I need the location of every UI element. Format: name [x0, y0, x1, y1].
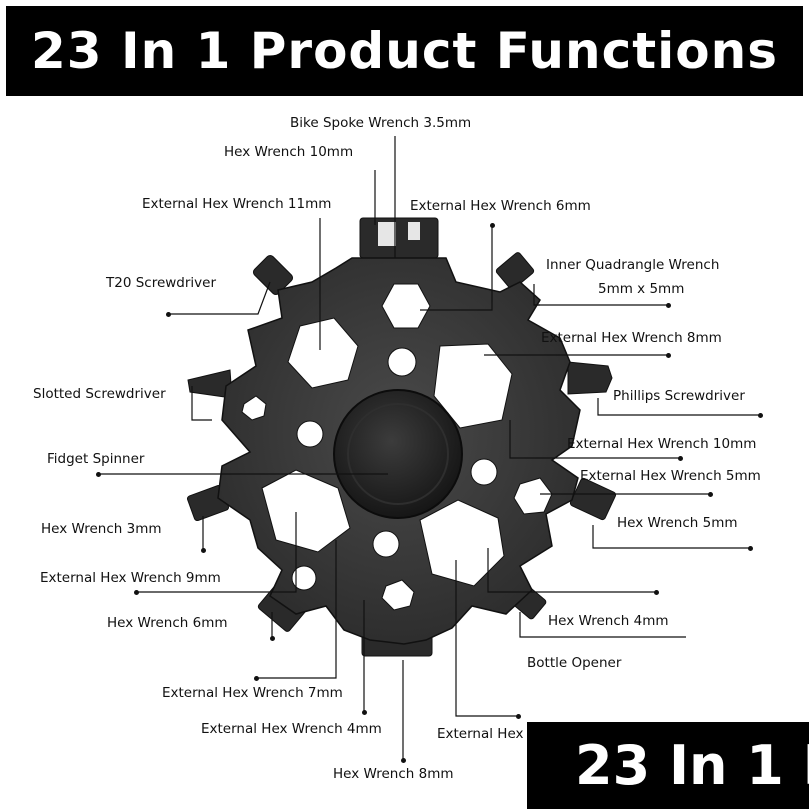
hex-hole-upper-left: [287, 317, 359, 389]
hex-hole-right-small: [513, 477, 553, 515]
footer-banner: 23 In 1 P: [527, 722, 809, 809]
phillips-bit: [567, 361, 613, 395]
round-hole-left: [296, 420, 324, 448]
callout-label-external-hex-wrench-5mm: External Hex Wrench 5mm: [580, 468, 761, 484]
hex5-bit: [569, 477, 617, 521]
callout-label-bottle-opener: Bottle Opener: [527, 655, 622, 671]
leader-dot-external-hex-wrench-7mm: [253, 675, 259, 681]
callout-label-bike-spoke-wrench: Bike Spoke Wrench 3.5mm: [290, 115, 472, 131]
leader-dot-hex-wrench-6mm: [269, 635, 275, 641]
leader-line-slotted-screwdriver: [191, 386, 212, 421]
callout-label-external-hex-wrench-4mm: External Hex Wrench 4mm: [201, 721, 382, 737]
callout-label-hex-wrench-10mm: Hex Wrench 10mm: [224, 144, 354, 160]
leader-dot-external-hex-wrench-6mm: [489, 222, 495, 228]
leader-dot-external-hex-wrench-4mm: [361, 709, 367, 715]
leader-line-external-hex-wrench-9mm: [136, 512, 297, 593]
callout-leader-lines: [98, 136, 760, 760]
callout-label-external-hex-wrench-6mm: External Hex Wrench 6mm: [410, 198, 591, 214]
leader-dot-external-hex-wrench-10mm: [677, 455, 683, 461]
hex-hole-left-small: [241, 395, 267, 421]
leader-line-external-hex-cut: [455, 560, 518, 717]
callout-label-external-hex-wrench-9mm: External Hex Wrench 9mm: [40, 570, 221, 586]
callout-label-hex-wrench-6mm: Hex Wrench 6mm: [107, 615, 228, 631]
quadrangle-bit: [495, 252, 535, 290]
callout-label-hex-wrench-4mm: Hex Wrench 4mm: [548, 613, 669, 629]
leader-dot-external-hex-wrench-5mm: [707, 491, 713, 497]
leader-dot-hex-wrench-3mm: [200, 547, 206, 553]
callout-label-inner-quadrangle-wrench: Inner Quadrangle Wrench: [546, 257, 720, 273]
hex-hole-lower-right: [419, 499, 505, 587]
leader-line-external-hex-wrench-6mm: [420, 225, 493, 311]
callout-label-external-hex-wrench-8mm: External Hex Wrench 8mm: [541, 330, 722, 346]
footer-banner-text: 23 In 1 P: [575, 734, 809, 797]
callout-label-inner-quadrangle-size: 5mm x 5mm: [598, 281, 685, 297]
hex-hole-bottom-small: [381, 579, 415, 611]
hex-hole-top: [381, 283, 431, 329]
hex-hole-upper-right: [433, 343, 513, 429]
leader-line-hex-wrench-4mm: [519, 612, 686, 638]
hex-hole-left: [261, 469, 351, 553]
round-hole-right: [470, 458, 498, 486]
leader-dot-t20-screwdriver: [165, 311, 171, 317]
leader-line-bottle-opener: [487, 548, 656, 593]
leader-line-hex-wrench-5mm: [592, 525, 750, 549]
callout-label-external-hex-cut: External Hex: [437, 726, 524, 742]
leader-dot-fidget-spinner: [95, 471, 101, 477]
callout-label-external-hex-wrench-7mm: External Hex Wrench 7mm: [162, 685, 343, 701]
leader-line-external-hex-wrench-7mm: [256, 540, 337, 679]
callout-label-external-hex-wrench-11mm: External Hex Wrench 11mm: [142, 196, 332, 212]
round-hole-bottom: [372, 530, 400, 558]
page-title: 23 In 1 Product Functions: [30, 22, 779, 80]
leader-dot-inner-quadrangle-size: [665, 302, 671, 308]
leader-dot-hex-wrench-5mm: [747, 545, 753, 551]
top-wrench-bit: [359, 217, 439, 259]
callout-label-t20-screwdriver: T20 Screwdriver: [106, 275, 217, 291]
callout-label-hex-wrench-8mm: Hex Wrench 8mm: [333, 766, 454, 782]
callout-label-slotted-screwdriver: Slotted Screwdriver: [33, 386, 166, 402]
callout-label-external-hex-wrench-10mm: External Hex Wrench 10mm: [567, 436, 757, 452]
leader-dot-external-hex-wrench-8mm: [665, 352, 671, 358]
callout-label-fidget-spinner: Fidget Spinner: [47, 451, 145, 467]
tool-cutouts: [241, 283, 553, 611]
callout-label-phillips-screwdriver: Phillips Screwdriver: [613, 388, 745, 404]
leader-dot-hex-wrench-8mm: [400, 757, 406, 763]
leader-line-t20-screwdriver: [168, 281, 271, 315]
leader-line-phillips-screwdriver: [597, 398, 760, 416]
callout-label-hex-wrench-5mm: Hex Wrench 5mm: [617, 515, 738, 531]
leader-dot-phillips-screwdriver: [757, 412, 763, 418]
leader-dot-external-hex-wrench-9mm: [133, 589, 139, 595]
round-hole-top: [387, 347, 417, 377]
header-bar: 23 In 1 Product Functions: [6, 6, 803, 96]
leader-dot-external-hex-cut: [515, 713, 521, 719]
leader-dot-bottle-opener: [653, 589, 659, 595]
fidget-spinner-hub: [333, 389, 463, 519]
round-hole-lower-left: [291, 565, 317, 591]
t20-bit: [252, 254, 294, 296]
leader-line-external-hex-wrench-10mm: [509, 420, 680, 459]
callout-label-hex-wrench-3mm: Hex Wrench 3mm: [41, 521, 162, 537]
